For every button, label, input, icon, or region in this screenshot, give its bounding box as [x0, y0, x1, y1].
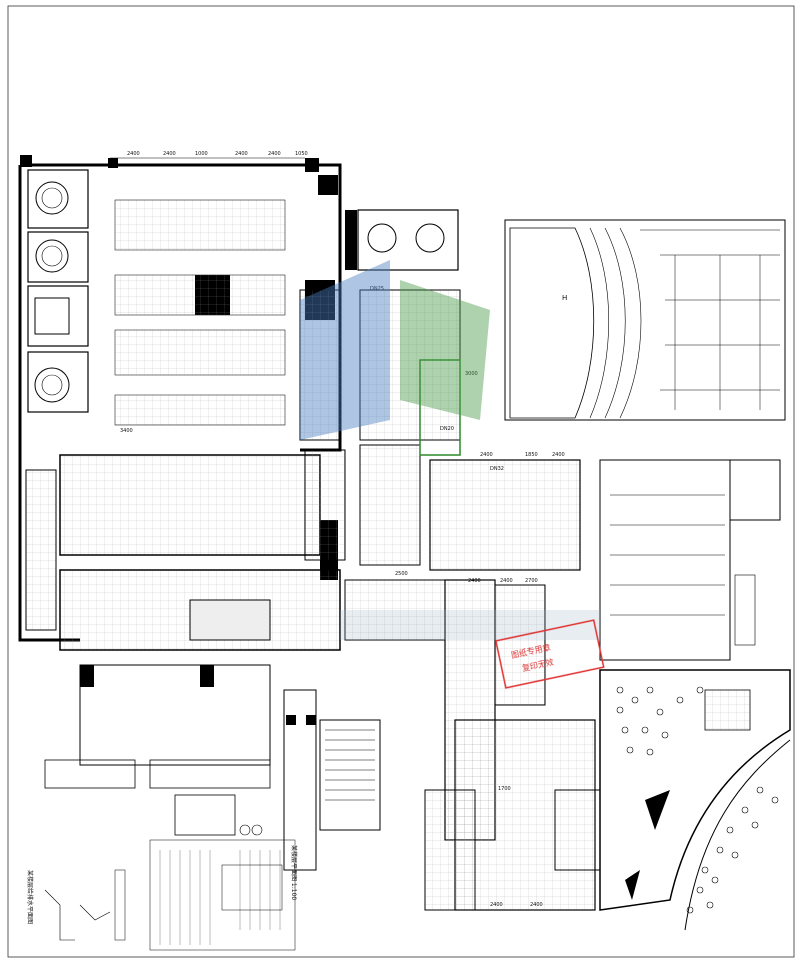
side-title: 某楼层给排水平面图 — [26, 870, 34, 924]
pipe-label-2: DN32 — [490, 466, 504, 472]
watermark-logo — [300, 260, 600, 640]
notes-block: 某楼层平面图 1:100 某楼层给排水平面图 — [26, 839, 298, 951]
lower-middle-kitchen: 2400 2400 — [424, 719, 601, 911]
dim-3: 1000 — [195, 151, 208, 157]
auditorium: H — [504, 219, 786, 421]
dim-m3: 2700 — [525, 578, 538, 584]
dim-b1: 2400 — [490, 902, 503, 908]
dim-5: 2400 — [268, 151, 281, 157]
pipe-label-5: 3400 — [120, 428, 133, 434]
dim-2: 2400 — [163, 151, 176, 157]
pipe-label-7: 1700 — [498, 786, 511, 792]
dim-r1: 2400 — [480, 452, 493, 458]
right-middle-area: 2400 1850 2400 2400 2400 2700 — [429, 452, 781, 661]
dim-r3: 2400 — [552, 452, 565, 458]
dim-m2: 2400 — [500, 578, 513, 584]
dim-1: 2400 — [127, 151, 140, 157]
dim-6: 1050 — [295, 151, 308, 157]
lower-left-utility — [44, 664, 271, 836]
top-dimensions: 2400 2400 1000 2400 2400 1050 — [110, 151, 308, 159]
pipe-label-4: 3000 — [465, 371, 478, 377]
hall-mark: H — [562, 294, 567, 302]
round-table-rooms — [27, 169, 89, 413]
pipe-label-3: DN20 — [440, 426, 454, 432]
drawing-title: 某楼层平面图 1:100 — [290, 845, 298, 900]
center-booths — [299, 209, 461, 566]
dim-4: 2400 — [235, 151, 248, 157]
dim-r2: 1850 — [525, 452, 538, 458]
dim-b2: 2400 — [530, 902, 543, 908]
lower-right-dining — [599, 669, 791, 931]
sheet-border — [7, 5, 795, 958]
left-dining-zone — [18, 155, 342, 651]
pipe-label-1: DN25 — [370, 286, 384, 292]
pipe-label-6: 2500 — [395, 571, 408, 577]
center-lower-core — [283, 579, 546, 871]
pipe-labels: DN25 DN32 DN20 3000 3400 2500 1700 — [120, 286, 511, 792]
